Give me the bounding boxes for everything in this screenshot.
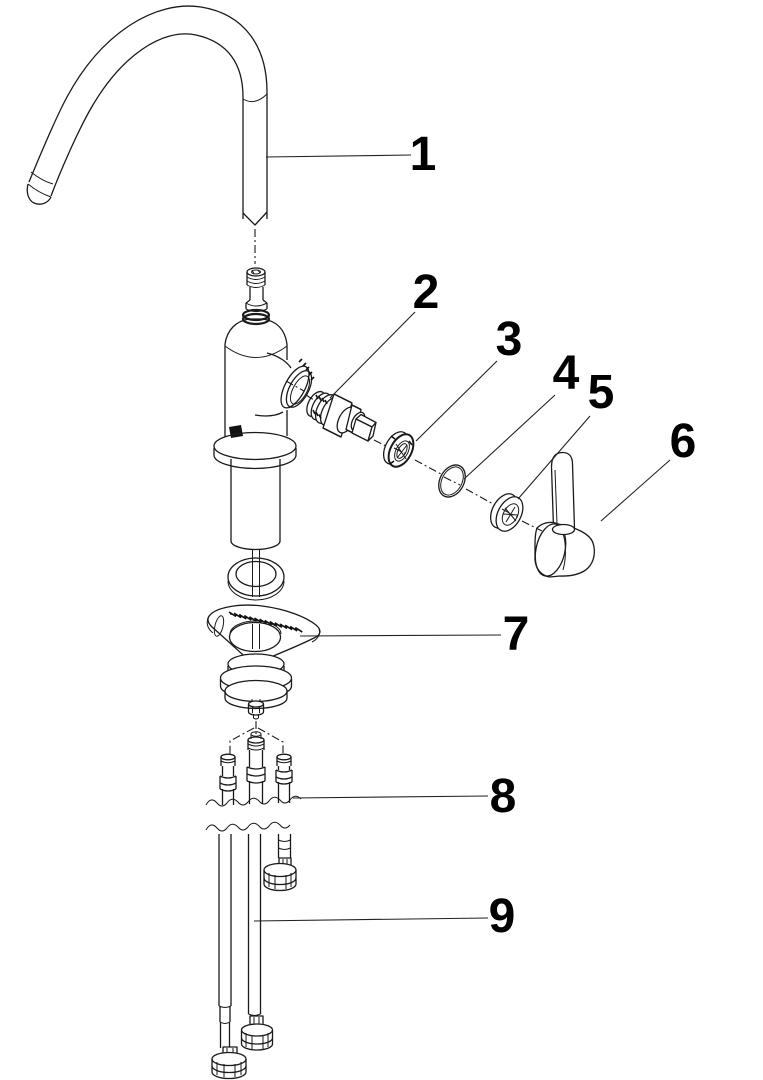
body-flange	[213, 431, 297, 470]
leader-line-9	[253, 917, 489, 922]
hose-alignment-dashlines	[229, 721, 284, 754]
break-lines	[205, 795, 302, 832]
leader-line-5	[517, 415, 591, 500]
stud-nut	[247, 699, 265, 720]
faucet-body	[213, 318, 315, 551]
callout-label-8: 8	[490, 770, 517, 823]
callout-label-4: 4	[553, 347, 580, 400]
callout-label-5: 5	[588, 366, 615, 419]
leader-line-1	[265, 154, 412, 158]
spout-connector-stub	[241, 267, 271, 326]
leader-line-6	[600, 459, 671, 522]
body-logo-mark	[229, 425, 243, 438]
callout-label-1: 1	[410, 128, 437, 181]
callout-label-2: 2	[413, 266, 440, 319]
callout-label-9: 9	[489, 890, 516, 943]
leader-line-3	[415, 360, 498, 442]
center-fitting	[246, 731, 266, 804]
spout	[26, 5, 268, 226]
handle-cap-ring	[489, 493, 524, 532]
center-hose	[240, 834, 274, 1051]
hose-connector-fittings	[219, 731, 293, 805]
cartridge-axis-dashline	[285, 380, 543, 532]
callout-label-6: 6	[670, 415, 697, 468]
cartridge-ring-nut	[382, 431, 415, 468]
leader-line-7	[299, 634, 502, 637]
cartridge	[306, 390, 377, 442]
left-fitting	[219, 753, 237, 805]
body-shank	[230, 459, 281, 551]
callouts: 1 2 3 4 5 6 7 8 9	[253, 128, 697, 943]
right-hose	[263, 834, 297, 892]
base-ring-stack	[219, 653, 293, 710]
right-fitting	[275, 753, 293, 803]
cartridge-port	[254, 352, 315, 417]
callout-label-3: 3	[496, 313, 523, 366]
leader-line-8	[292, 795, 489, 799]
left-hose	[211, 834, 247, 1080]
leader-line-2	[329, 311, 416, 399]
o-ring	[438, 464, 466, 498]
supply-hoses	[211, 834, 297, 1080]
callout-label-7: 7	[503, 608, 530, 661]
base-gasket-ring	[227, 557, 285, 601]
handle-lever	[534, 451, 595, 578]
leader-line-4	[463, 394, 556, 480]
